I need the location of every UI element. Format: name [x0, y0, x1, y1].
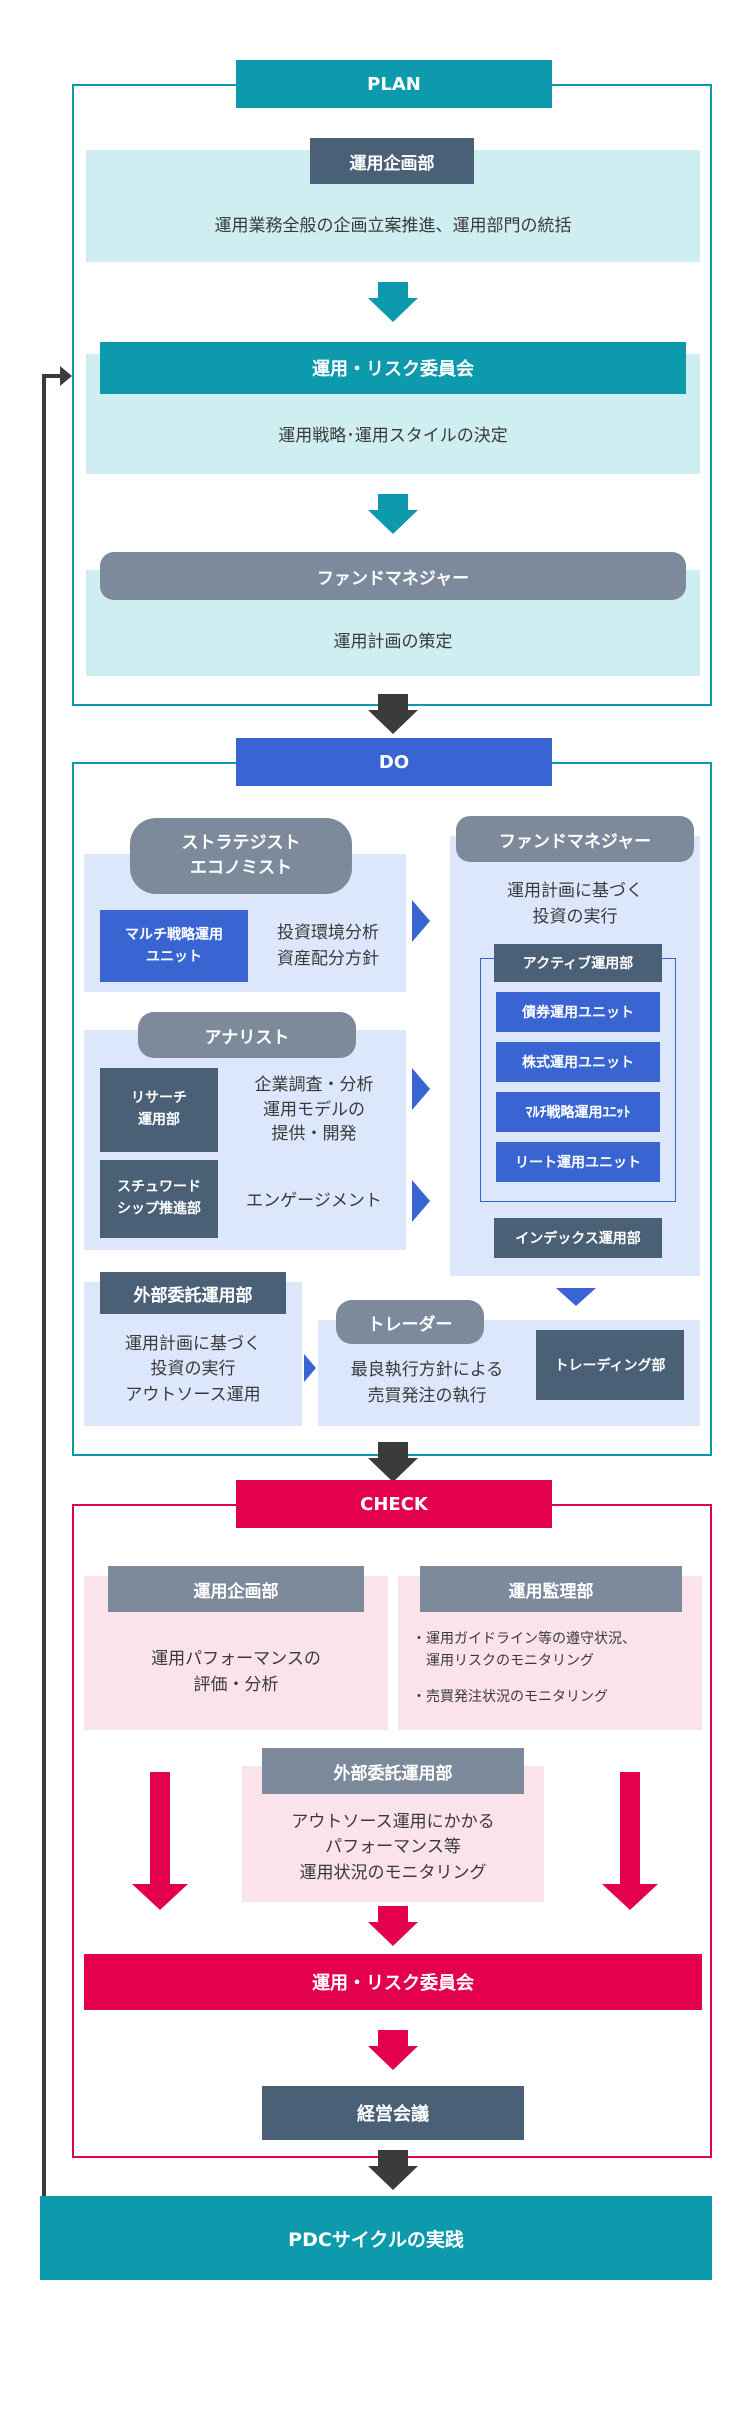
equity-unit: 株式運用ユニット — [496, 1042, 660, 1082]
trader-desc: 最良執行方針による 売買発注の執行 — [350, 1359, 504, 1406]
strategist-title: ストラテジスト エコノミスト — [130, 818, 352, 894]
plan-fm-title: ファンドマネジャー — [100, 552, 686, 600]
fixed-income-unit: 債券運用ユニット — [496, 992, 660, 1032]
do-external-title: 外部委託運用部 — [100, 1272, 286, 1314]
active-dept: アクティブ運用部 — [494, 944, 662, 982]
check-external-desc: アウトソース運用にかかる パフォーマンス等 運用状況のモニタリング — [291, 1811, 495, 1883]
do-header: DO — [236, 738, 552, 786]
plan-header: PLAN — [236, 60, 552, 108]
do-fm-title: ファンドマネジャー — [456, 816, 694, 862]
check-kanri-item-2: ・売買発注状況のモニタリング — [412, 1689, 608, 1705]
trader-title: トレーダー — [336, 1300, 484, 1344]
research-dept: リサーチ 運用部 — [100, 1068, 218, 1152]
plan-kikaku-desc: 運用業務全般の企画立案推進、運用部門の統括 — [214, 215, 572, 236]
strategist-desc: 投資環境分析 資産配分方針 — [277, 922, 379, 969]
do-external-desc: 運用計画に基づく 投資の実行 アウトソース運用 — [125, 1333, 261, 1405]
check-center-arrow — [368, 1906, 418, 1946]
check-kanri-title: 運用監理部 — [420, 1566, 682, 1612]
check-right-long-arrow — [602, 1772, 658, 1910]
plan-kikaku-title: 運用企画部 — [310, 138, 474, 184]
analyst-title: アナリスト — [138, 1012, 356, 1058]
check-kanri-item-1: ・運用ガイドライン等の遵守状況、 運用リスクのモニタリング — [412, 1631, 636, 1670]
pdca-footer: PDCサイクルの実践 — [40, 2196, 712, 2280]
reit-unit: リート運用ユニット — [496, 1142, 660, 1182]
trading-dept: トレーディング部 — [536, 1330, 684, 1400]
check-kikaku-desc: 運用パフォーマンスの 評価・分析 — [151, 1648, 321, 1695]
plan-down-arrow-1 — [368, 282, 418, 322]
research-right-arrow — [412, 1068, 430, 1110]
index-dept: インデックス運用部 — [494, 1218, 662, 1258]
strategist-right-arrow — [412, 900, 430, 942]
plan-down-arrow-2 — [368, 494, 418, 534]
stewardship-dept: スチュワード シップ推進部 — [100, 1160, 218, 1238]
research-desc: 企業調査・分析 運用モデルの 提供・開発 — [254, 1075, 374, 1145]
check-external-title: 外部委託運用部 — [262, 1748, 524, 1794]
stewardship-right-arrow — [412, 1180, 430, 1222]
fm-down-arrow — [556, 1288, 596, 1306]
stewardship-desc: エンゲージメント — [246, 1190, 382, 1211]
multi-strategy-unit-2: ﾏﾙﾁ戦略運用ﾕﾆｯﾄ — [496, 1092, 660, 1132]
check-header: CHECK — [236, 1480, 552, 1528]
management-meeting: 経営会議 — [262, 2086, 524, 2140]
plan-committee-title: 運用・リスク委員会 — [100, 342, 686, 394]
plan-fm-desc: 運用計画の策定 — [333, 631, 453, 652]
check-left-long-arrow — [132, 1772, 188, 1910]
plan-committee-desc: 運用戦略･運用スタイルの決定 — [278, 425, 508, 446]
check-kikaku-title: 運用企画部 — [108, 1566, 364, 1612]
multi-strategy-unit: マルチ戦略運用 ユニット — [100, 910, 248, 982]
plan-to-do-arrow — [368, 694, 418, 734]
external-right-arrow — [304, 1354, 316, 1382]
check-committee-down-arrow — [368, 2030, 418, 2070]
check-committee: 運用・リスク委員会 — [84, 1954, 702, 2010]
do-to-check-arrow — [368, 1442, 418, 1482]
do-fm-desc: 運用計画に基づく 投資の実行 — [507, 880, 643, 927]
check-to-footer-arrow — [368, 2150, 418, 2190]
